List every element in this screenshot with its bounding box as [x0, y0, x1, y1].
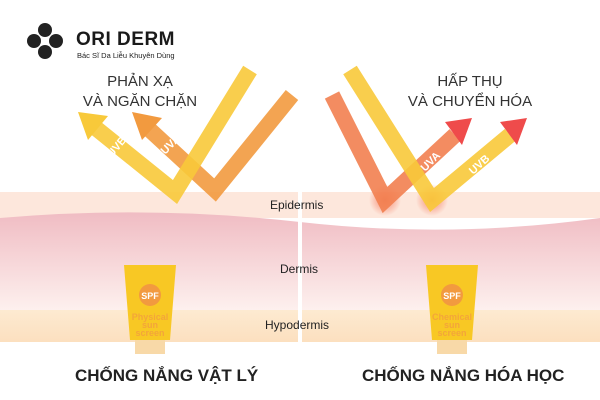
svg-text:sun: sun — [444, 320, 460, 330]
svg-text:screen: screen — [135, 328, 164, 338]
svg-text:Chemical: Chemical — [432, 312, 472, 322]
hypodermis-label: Hypodermis — [265, 318, 330, 332]
brand-tagline: Bác Sĩ Da Liễu Khuyên Dùng — [77, 51, 175, 60]
svg-text:Physical: Physical — [132, 312, 169, 322]
right-uvb-ray — [343, 65, 527, 212]
epidermis-label: Epidermis — [270, 198, 324, 212]
dermis-label: Dermis — [280, 262, 318, 276]
divider — [298, 190, 302, 345]
left-uva-ray — [132, 89, 299, 202]
left-title: CHỐNG NẮNG VẬT LÝ — [75, 366, 259, 385]
svg-text:sun: sun — [142, 320, 158, 330]
left-heading-line1: PHẢN XẠ — [107, 73, 173, 90]
left-heading-line2: VÀ NGĂN CHẶN — [82, 93, 198, 110]
svg-text:screen: screen — [437, 328, 466, 338]
right-title: CHỐNG NẮNG HÓA HỌC — [362, 366, 565, 385]
right-uva-ray — [324, 91, 472, 214]
right-heading-line1: HẤP THỤ — [437, 73, 503, 90]
logo-icon — [27, 23, 63, 59]
physical-sunscreen-tube: SPF Physical sun screen — [124, 265, 176, 354]
chemical-sunscreen-tube: SPF Chemical sun screen — [426, 265, 478, 354]
svg-text:SPF: SPF — [141, 291, 159, 301]
right-heading-line2: VÀ CHUYỂN HÓA — [407, 93, 533, 110]
left-uvb-ray — [78, 65, 257, 204]
brand-name: ORI DERM — [76, 29, 175, 50]
right-heading: HẤP THỤ VÀ CHUYỂN HÓA — [395, 72, 545, 112]
svg-text:SPF: SPF — [443, 291, 461, 301]
left-heading: PHẢN XẠ VÀ NGĂN CHẶN — [70, 72, 210, 112]
